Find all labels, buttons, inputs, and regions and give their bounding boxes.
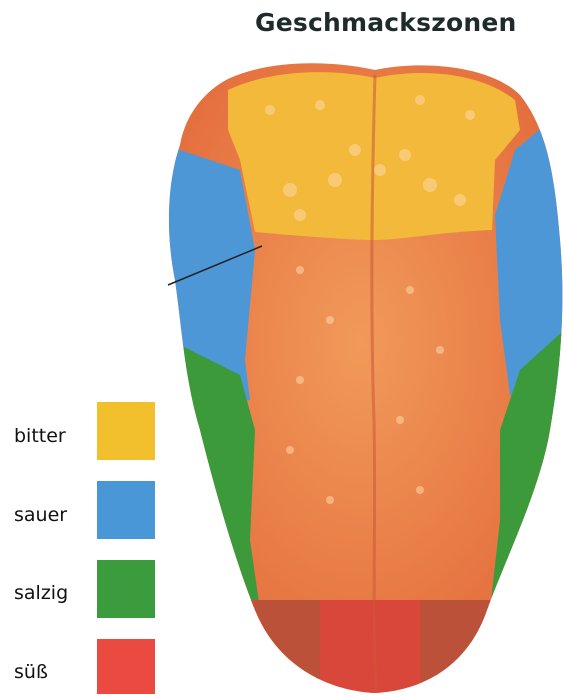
- sweet-zone-shade-left: [255, 600, 320, 698]
- legend-swatch-salty: [97, 560, 155, 618]
- legend-swatch-bitter: [97, 402, 155, 460]
- legend-label-bitter: bitter: [14, 425, 84, 447]
- legend-swatch-sour: [97, 481, 155, 539]
- sweet-zone-shade-right: [420, 600, 490, 698]
- legend-label-sour: sauer: [14, 504, 84, 526]
- legend-label-sweet: süß: [14, 661, 84, 683]
- legend-label-salty: salzig: [14, 582, 84, 604]
- legend-swatch-sweet: [97, 639, 155, 694]
